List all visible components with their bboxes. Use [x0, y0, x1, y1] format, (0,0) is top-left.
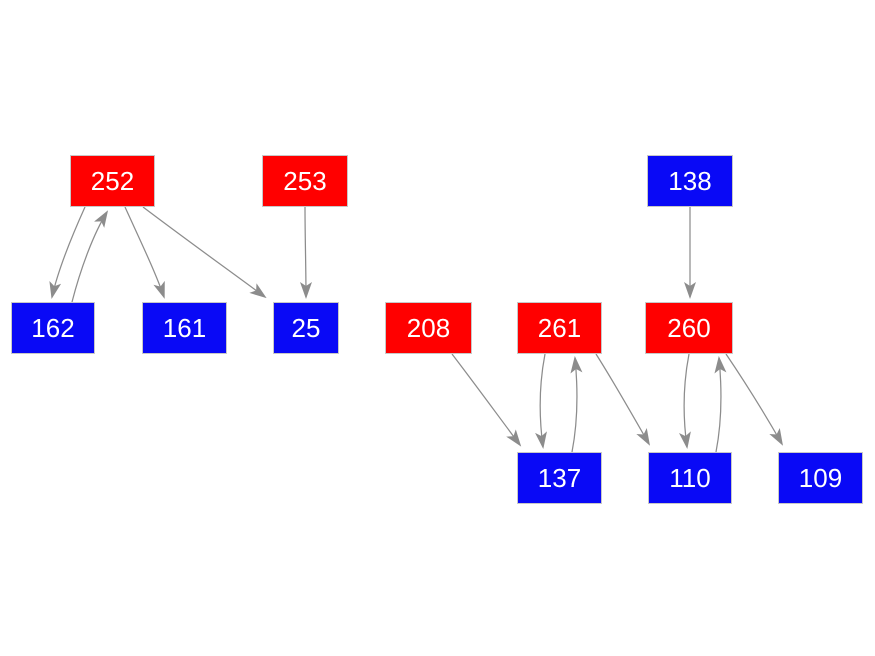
- node-label: 109: [798, 463, 843, 493]
- edge-260-110: [679, 353, 691, 449]
- node-label: 161: [162, 313, 207, 343]
- node-260: 260: [645, 302, 733, 354]
- node-label: 25: [291, 313, 321, 343]
- node-25: 25: [273, 302, 339, 354]
- node-label: 260: [667, 313, 711, 343]
- edge-261-110: [595, 353, 650, 446]
- edge-252-161: [124, 206, 165, 299]
- node-label: 261: [537, 313, 582, 343]
- node-109: 109: [778, 452, 863, 504]
- edge-208-137: [451, 353, 522, 447]
- edge-110-260: [714, 356, 727, 453]
- edge-252-25: [142, 206, 267, 299]
- node-253: 253: [262, 155, 348, 207]
- node-label: 137: [537, 463, 582, 493]
- node-252: 252: [70, 155, 155, 207]
- edge-260-109: [725, 353, 783, 446]
- node-110: 110: [648, 452, 732, 504]
- node-261: 261: [517, 302, 602, 354]
- edge-253-25: [299, 206, 312, 299]
- node-label: 252: [90, 166, 135, 196]
- node-162: 162: [11, 302, 95, 354]
- node-137: 137: [517, 452, 602, 504]
- node-208: 208: [385, 302, 472, 354]
- edge-162-252: [71, 210, 109, 303]
- edge-137-261: [570, 356, 583, 453]
- node-label: 138: [668, 166, 712, 196]
- node-label: 110: [669, 463, 711, 493]
- node-138: 138: [647, 155, 733, 207]
- node-label: 253: [283, 166, 327, 196]
- edge-261-137: [535, 353, 547, 449]
- node-label: 162: [31, 313, 75, 343]
- node-label: 208: [406, 313, 451, 343]
- edges-group: [49, 206, 783, 453]
- node-161: 161: [142, 302, 227, 354]
- edge-252-162: [49, 206, 86, 299]
